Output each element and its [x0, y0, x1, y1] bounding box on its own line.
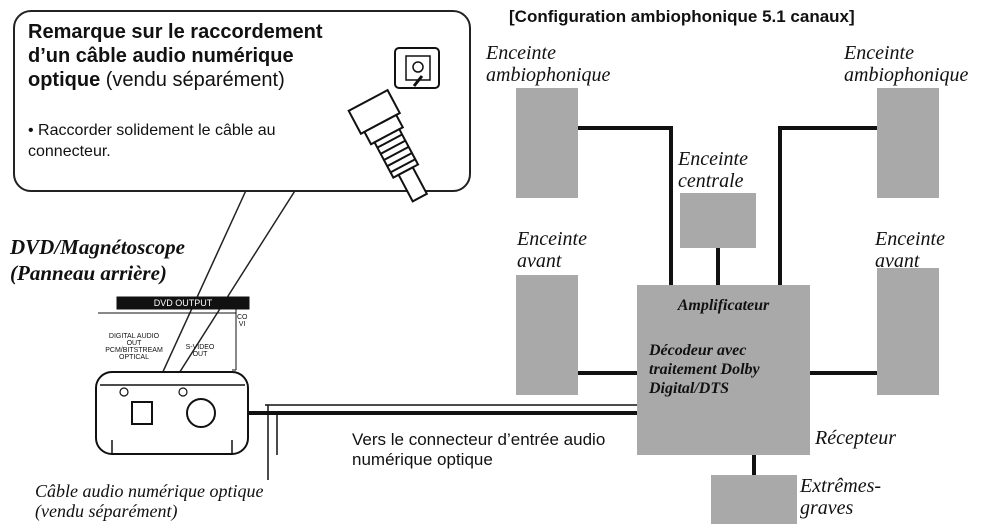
decoder-label: Décodeur avec traitement Dolby Digital/D…	[649, 342, 760, 397]
digital-audio-jack-label: DIGITAL AUDIO OUT PCM/BITSTREAM OPTICAL	[105, 333, 163, 361]
front-right-label: Enceinte avant	[875, 228, 945, 272]
rear-panel-drawing	[95, 296, 250, 455]
composite-jack-label: CO VI	[237, 314, 248, 328]
receiver-label: Récepteur	[815, 427, 897, 449]
center-label: Enceinte centrale	[678, 148, 748, 192]
connector-text: Vers le connecteur d’entrée audio numéri…	[352, 430, 606, 469]
surround-right-label: Enceinte ambiophonique	[844, 42, 969, 86]
device-title-line1: DVD/Magnétoscope	[10, 235, 185, 259]
center-speaker	[680, 193, 756, 248]
svideo-jack-label: S-VIDEO OUT	[185, 344, 215, 358]
note-title-normal: (vendu séparément)	[100, 69, 285, 91]
front-left-speaker	[516, 275, 578, 395]
front-left-label: Enceinte avant	[517, 228, 587, 272]
note-title-bold: Remarque sur le raccordement d’un câble …	[28, 21, 323, 91]
surround-left-label: Enceinte ambiophonique	[486, 42, 611, 86]
front-right-speaker	[877, 268, 939, 395]
surround-right-speaker	[877, 88, 939, 198]
device-title-line2: (Panneau arrière)	[10, 261, 167, 285]
note-bullet: • Raccorder solidement le câble au conne…	[28, 122, 276, 160]
note-title: Remarque sur le raccordement d’un câble …	[28, 20, 358, 92]
amplifier-label: Amplificateur	[677, 297, 770, 314]
cable-text: Câble audio numérique optique (vendu sép…	[35, 481, 264, 521]
config-title: [Configuration ambiophonique 5.1 canaux]	[509, 7, 855, 26]
subwoofer-label: Extrêmes-graves	[800, 475, 882, 519]
panel-header: DVD OUTPUT	[153, 298, 213, 308]
device-title: DVD/Magnétoscope (Panneau arrière)	[10, 234, 185, 286]
subwoofer-speaker	[711, 475, 797, 524]
surround-left-speaker	[516, 88, 578, 198]
receiver-box: Amplificateur Décodeur avec traitement D…	[637, 285, 810, 455]
